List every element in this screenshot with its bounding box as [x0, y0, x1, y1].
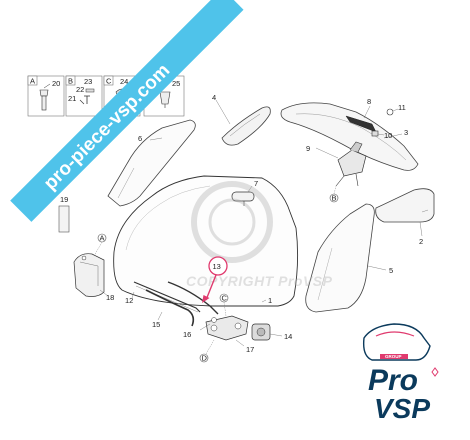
part-label: 2 [419, 237, 423, 246]
legend-letter: B [68, 77, 73, 86]
legend-letter: C [106, 77, 112, 86]
watermark-text: COPYRIGHT ProVSP [186, 273, 333, 289]
part-3-rear-window: 3 [280, 102, 419, 171]
part-10-cap: 10 [371, 130, 392, 140]
legend-box-a: A 20 [27, 75, 60, 111]
part-17-linkage: 17 [205, 315, 254, 354]
logo-pro: Pro [368, 364, 418, 397]
legend-box-b: B 23 22 21 [65, 75, 95, 105]
logo-vsp: VSP [374, 393, 430, 424]
callout-d: D [199, 339, 215, 363]
callout-a: A [93, 234, 107, 257]
part-label: 6 [138, 134, 142, 143]
part-2-quarter-glass: 2 [375, 188, 435, 246]
part-label: 16 [183, 330, 191, 339]
part-11-nut: 11 [386, 103, 406, 116]
part-label: 19 [60, 195, 68, 204]
part-9-wiper-motor: 9 [306, 141, 367, 187]
part-6-glass: 6 [107, 119, 196, 207]
part-13-highlight: 13 [202, 256, 228, 303]
part-label: 3 [404, 128, 408, 137]
svg-text:C: C [222, 294, 228, 303]
svg-text:A: A [100, 234, 105, 243]
part-1-windscreen: 1 [113, 175, 299, 307]
part-16-nut: 16 [183, 317, 217, 339]
part-label: 15 [152, 320, 160, 329]
part-label: 7 [254, 179, 258, 188]
legend-number: 21 [68, 94, 76, 103]
part-label: 12 [125, 296, 133, 305]
part-label: 8 [367, 97, 371, 106]
part-label: 10 [384, 131, 392, 140]
copyright-watermark: COPYRIGHT ProVSP [186, 181, 333, 289]
callout-b: B [329, 185, 339, 203]
legend-number: 22 [76, 85, 84, 94]
part-15-wiper-arm: 15 [145, 289, 195, 329]
part-label: 9 [306, 144, 310, 153]
part-label: 17 [246, 345, 254, 354]
part-label: 14 [284, 332, 292, 341]
part-label: 11 [398, 103, 406, 112]
part-14-wiper-motor: 14 [251, 323, 292, 341]
legend-number: 20 [52, 79, 60, 88]
legend-number: 24 [120, 77, 128, 86]
part-label: 13 [213, 262, 221, 271]
legend-letter: A [30, 77, 35, 86]
svg-text:D: D [202, 354, 208, 363]
legend-number: 23 [84, 77, 92, 86]
part-label: 1 [268, 296, 272, 305]
svg-text:GROUP: GROUP [385, 354, 402, 359]
part-19-seal: 19 [58, 195, 70, 233]
part-label: 5 [389, 266, 393, 275]
part-7-mirror: 7 [231, 179, 258, 206]
part-label: 18 [106, 293, 114, 302]
svg-text:B: B [332, 194, 337, 203]
legend-number: 25 [172, 79, 180, 88]
provsp-logo: GROUP Pro VSP [362, 323, 439, 424]
callout-c: C [219, 294, 229, 317]
part-18-reservoir: 18 [73, 253, 114, 302]
part-4-quarter-glass: 4 [212, 93, 271, 146]
part-13-wiper-arm [167, 281, 219, 315]
part-5-glass: 5 [305, 203, 393, 313]
part-label: 4 [212, 93, 216, 102]
